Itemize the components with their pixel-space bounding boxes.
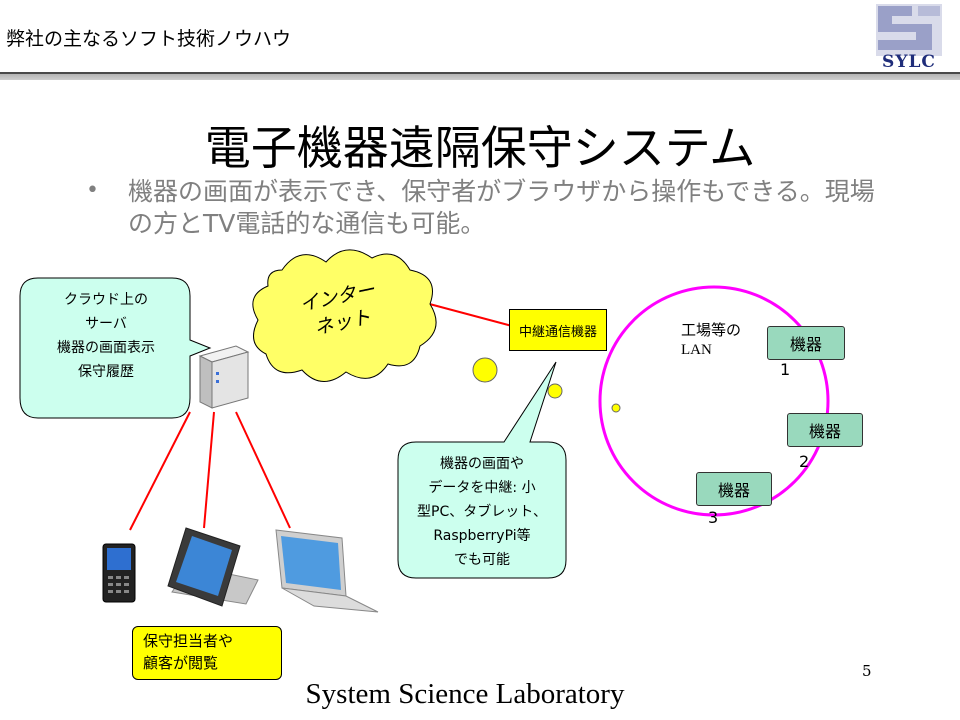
connection-lines	[129, 301, 513, 531]
bullet-marker: •	[86, 178, 99, 203]
line-server-tablet	[203, 411, 215, 529]
server-callout-shape	[19, 277, 212, 419]
tablet-icon	[167, 527, 259, 607]
header-title: 弊社の主なるソフト技術ノウハウ	[6, 28, 292, 50]
slide-title: 電子機器遠隔保守システム	[204, 121, 756, 175]
lan-label-line: LAN	[681, 342, 712, 358]
relay-device-box: 中継通信機器	[509, 309, 607, 351]
device-number-2: 2	[799, 452, 810, 471]
footer-text: System Science Laboratory	[305, 678, 625, 710]
server-icon	[198, 345, 250, 409]
server-callout-text: クラウド上の サーバ 機器の画面表示 保守履歴	[28, 288, 184, 384]
internet-cloud-shape	[252, 249, 437, 382]
laptop-icon	[275, 529, 379, 613]
server-callout-line: クラウド上の	[64, 292, 148, 308]
lan-label-line: 工場等の	[681, 321, 742, 339]
server-callout-line: 保守履歴	[78, 364, 134, 380]
server-callout-line: 機器の画面表示	[57, 340, 155, 356]
lan-ring	[598, 285, 830, 517]
relay-callout-line: RaspberryPi等	[433, 528, 531, 544]
logo-text: SYLC	[882, 52, 936, 72]
device-box-3: 機器	[696, 472, 772, 506]
server-callout-line: サーバ	[85, 316, 127, 332]
user-note: 保守担当者や 顧客が閲覧	[132, 626, 282, 680]
device-box-1: 機器	[767, 326, 845, 360]
line-server-laptop	[235, 411, 291, 529]
bubble-large	[472, 357, 498, 383]
device-box-2: 機器	[787, 413, 863, 447]
bubble-medium	[547, 383, 563, 399]
relay-callout-text: 機器の画面や データを中継: 小 型PC、タブレット、 RaspberryPi等…	[402, 452, 562, 572]
header-divider	[0, 72, 960, 80]
lan-label: 工場等の LAN	[681, 320, 741, 360]
device-number-1: 1	[780, 360, 791, 379]
relay-callout-shape	[397, 361, 567, 579]
line-server-phone	[129, 411, 191, 531]
relay-callout-line: でも可能	[454, 552, 510, 568]
sylc-logo	[876, 4, 942, 56]
relay-callout-line: 機器の画面や	[440, 456, 524, 472]
page-number: 5	[862, 662, 872, 680]
relay-callout-line: 型PC、タブレット、	[417, 504, 547, 520]
user-note-line: 顧客が閲覧	[143, 654, 219, 672]
user-note-line: 保守担当者や	[143, 632, 234, 650]
mobile-phone-icon	[102, 543, 136, 603]
bubble-small	[611, 403, 621, 413]
device-number-3: 3	[708, 508, 719, 527]
relay-callout-line: データを中継: 小	[428, 480, 536, 496]
bullet-text: 機器の画面が表示でき、保守者がブラウザから操作もできる。現場の方とTV電話的な通…	[128, 177, 875, 238]
line-internet-relay	[421, 301, 513, 327]
